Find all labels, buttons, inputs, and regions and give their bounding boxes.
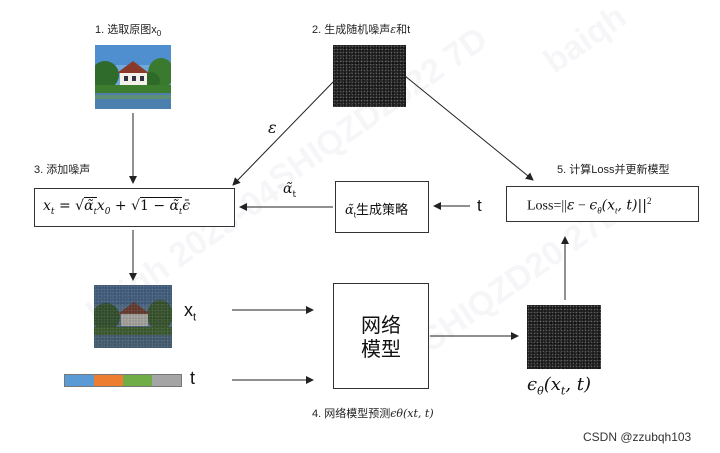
step2-label: 2. 生成随机噪声ε和t [312, 23, 411, 36]
network-model-box: 网络 模型 [333, 283, 429, 389]
predicted-noise-label: ϵθ(xt, t) [527, 374, 592, 398]
noisy-image [94, 285, 172, 348]
step3-label: 3. 添加噪声 [34, 164, 91, 176]
alpha-strategy-box: α̃t生成策略 [335, 181, 429, 233]
footer-credit: CSDN @zzubqh103 [583, 430, 692, 444]
noisy-image-overlay [94, 285, 172, 348]
noise-formula-box: xt = √α̃tx0 + √1 − α̃tϵ̄ [34, 188, 235, 227]
time-embedding-segment [123, 375, 152, 386]
loss-formula: Loss=||ε − ϵθ(xt, t)||2 [527, 196, 652, 216]
network-model-text: 网络 模型 [361, 315, 401, 361]
t-input-label: t [477, 196, 482, 215]
alpha-strategy-text: α̃t生成策略 [345, 202, 409, 220]
step1-label: 1. 选取原图x0 [95, 24, 162, 39]
noise-formula: xt = √α̃tx0 + √1 − α̃tϵ̄ [43, 197, 191, 217]
original-image [95, 45, 171, 109]
random-noise-image [333, 45, 406, 107]
epsilon-arrow-label: ε [268, 118, 277, 137]
arrow-noise-to-formula [232, 79, 336, 186]
step4-label: 4. 网络模型预测ϵθ(xt, t) [312, 407, 434, 420]
loss-box: Loss=||ε − ϵθ(xt, t)||2 [506, 186, 699, 222]
time-embedding-segment [94, 375, 123, 386]
time-embedding-bar [64, 374, 182, 387]
predicted-noise-image [527, 305, 601, 369]
alpha-arrow-label: α̃t [283, 181, 297, 200]
arrow-noise-to-loss [404, 75, 534, 181]
xt-label: xt [184, 300, 197, 324]
time-embedding-segment [65, 375, 94, 386]
t-label: t [190, 368, 196, 388]
time-embedding-segment [152, 375, 181, 386]
step5-label: 5. 计算Loss并更新模型 [557, 164, 670, 176]
